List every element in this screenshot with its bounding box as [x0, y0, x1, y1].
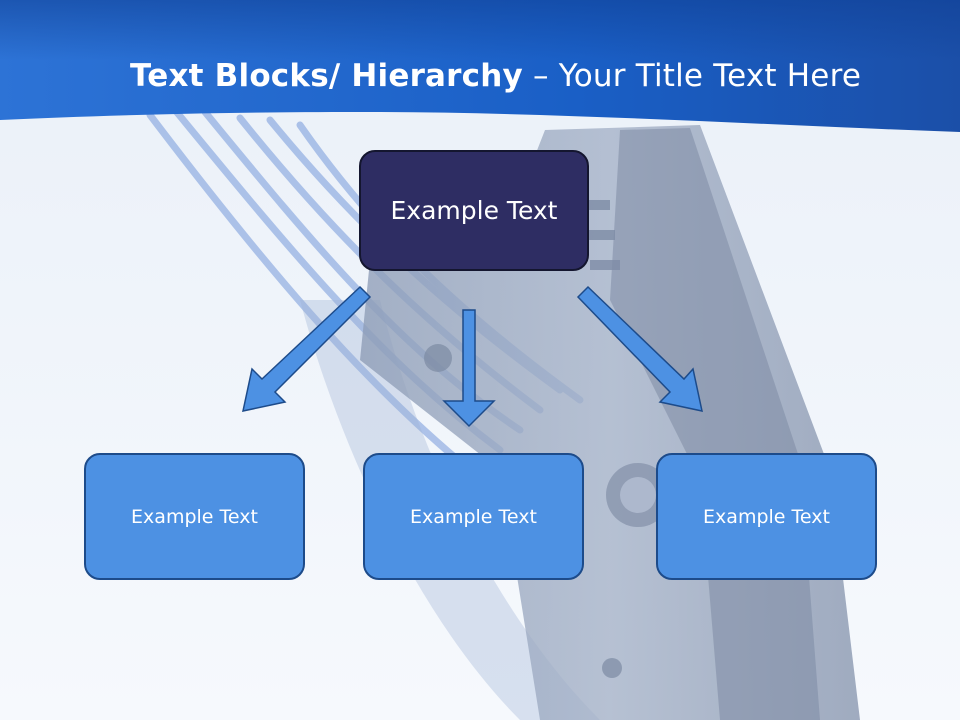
- slide-title: Text Blocks/ Hierarchy – Your Title Text…: [130, 54, 861, 98]
- top-box-label: Example Text: [390, 196, 558, 225]
- child-box-label: Example Text: [410, 505, 537, 528]
- top-box: Example Text: [359, 150, 589, 271]
- child-box-label: Example Text: [703, 505, 830, 528]
- child-box-middle: Example Text: [363, 453, 584, 580]
- title-bold-part: Text Blocks/ Hierarchy: [130, 58, 523, 94]
- child-box-right: Example Text: [656, 453, 877, 580]
- child-box-left: Example Text: [84, 453, 305, 580]
- child-box-label: Example Text: [131, 505, 258, 528]
- header-band: [0, 0, 960, 132]
- title-subtitle-part: – Your Title Text Here: [522, 58, 862, 94]
